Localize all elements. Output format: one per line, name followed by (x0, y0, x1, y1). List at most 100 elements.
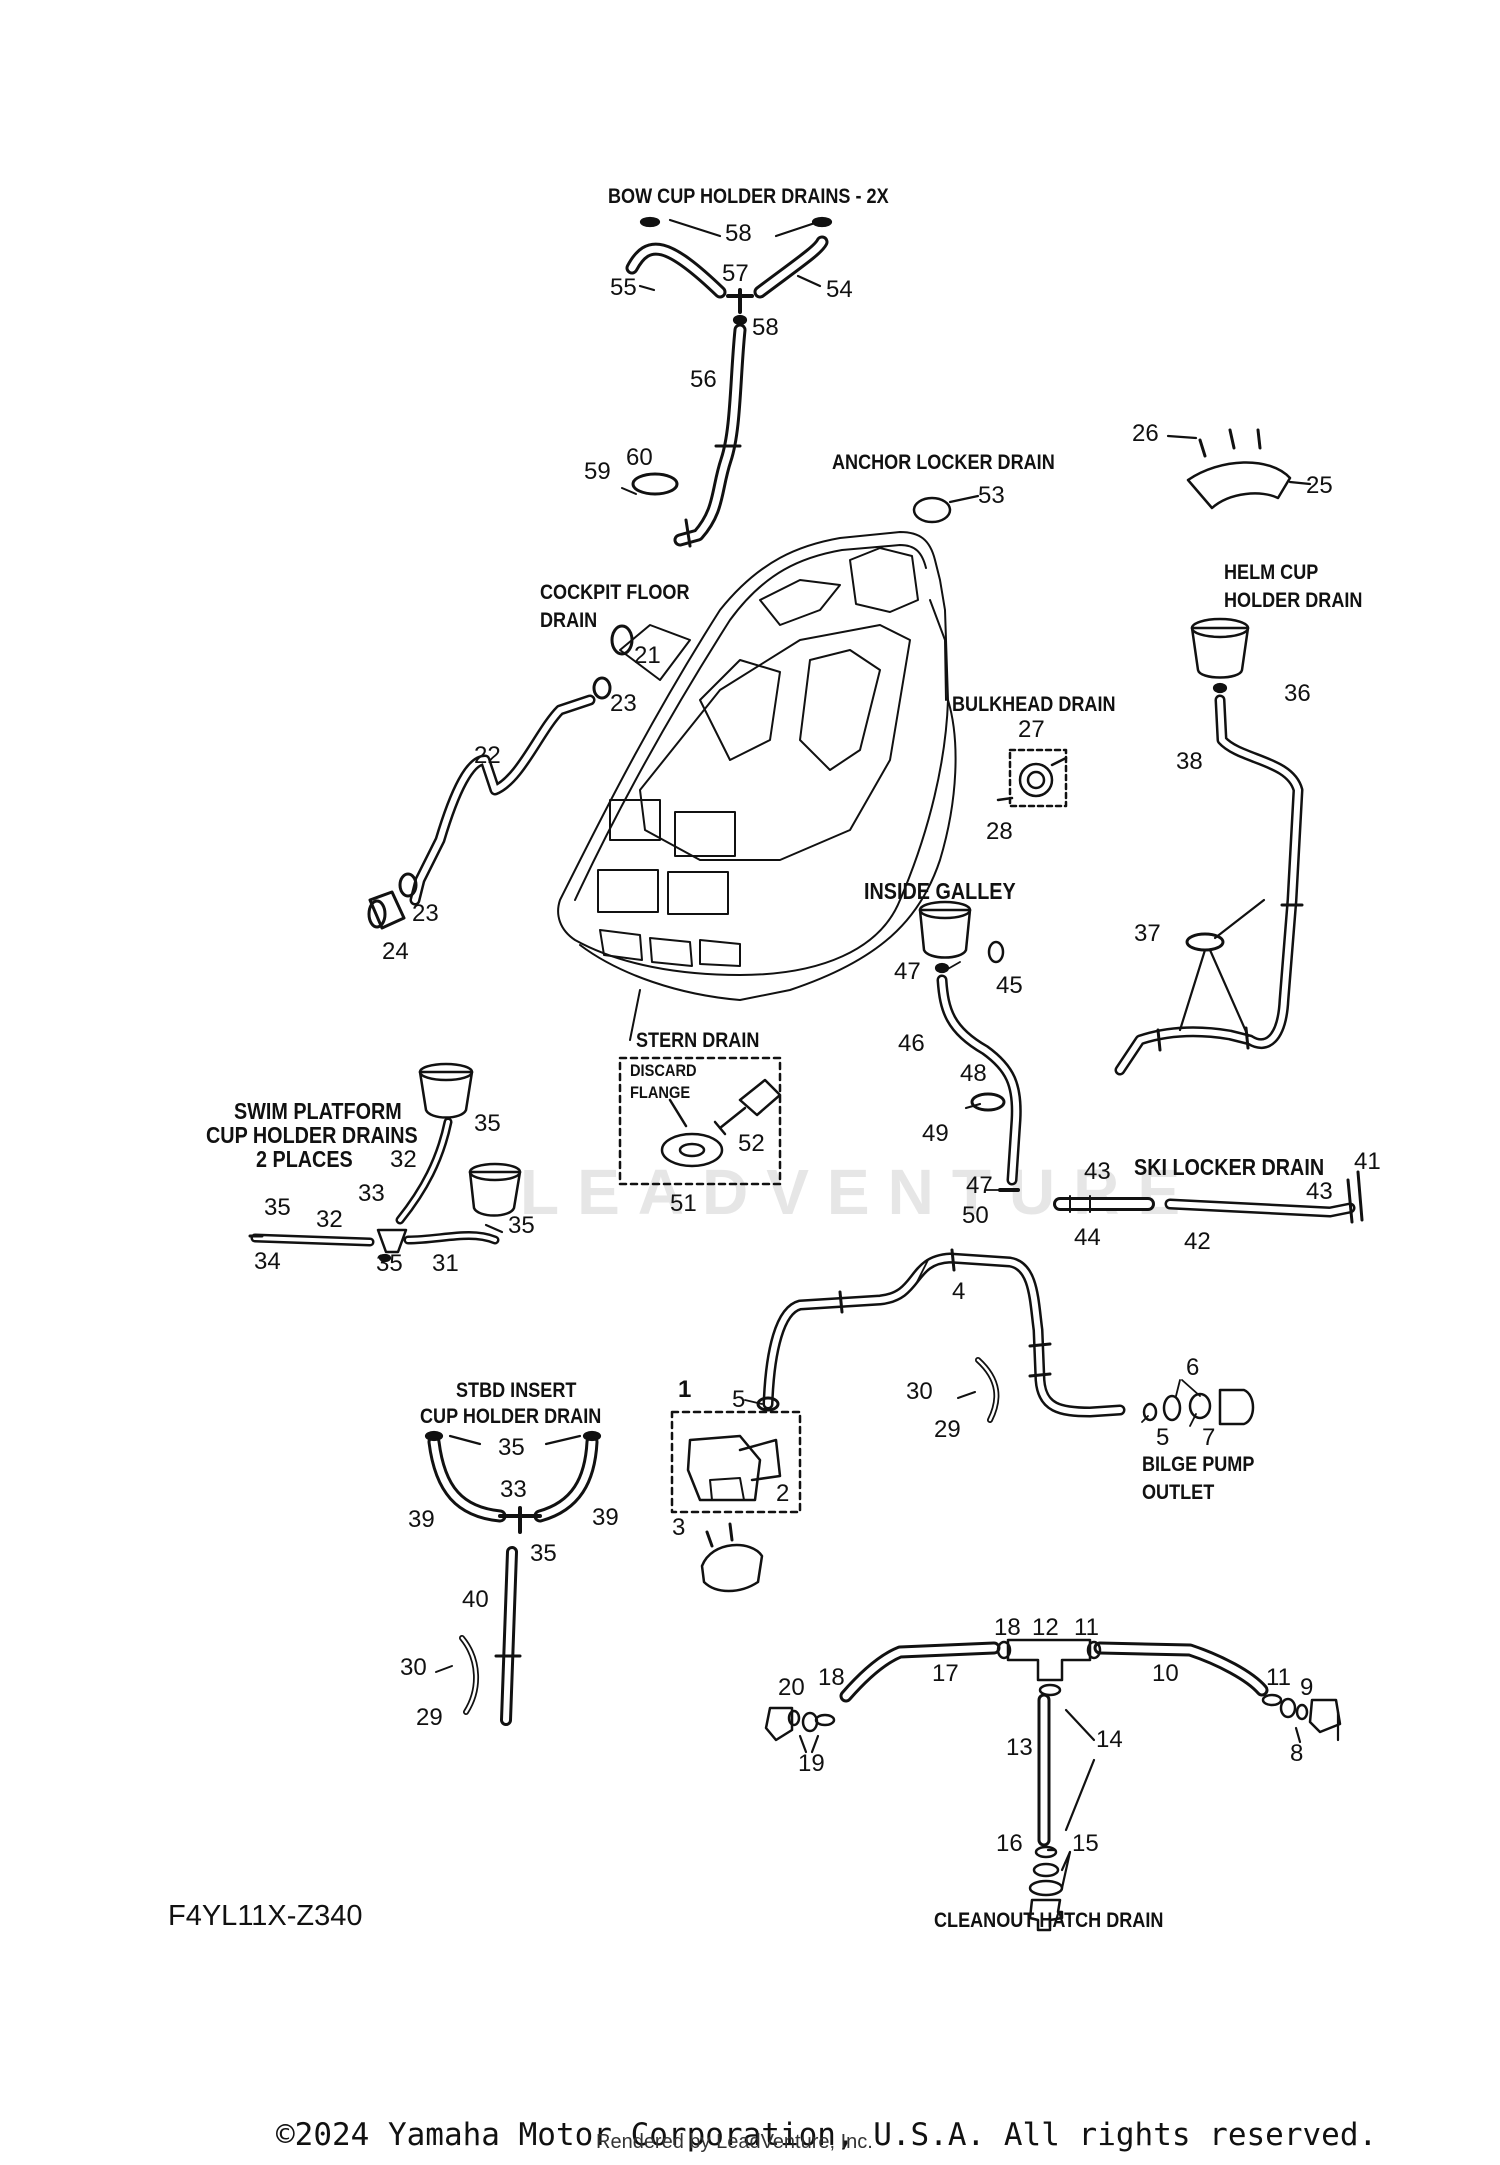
callout-label: 46 (898, 1030, 925, 1057)
callout-label: 39 (592, 1504, 619, 1531)
callout-label: 30 (400, 1654, 427, 1681)
callout-label: 60 (626, 444, 653, 471)
callout-label: 54 (826, 276, 853, 303)
callout-label: 26 (1132, 420, 1159, 447)
callout-label: 1 (678, 1376, 692, 1403)
callout-label: 29 (416, 1704, 443, 1731)
callout-label: 50 (962, 1202, 989, 1229)
figure-code: F4YL11X-Z340 (168, 1900, 363, 1932)
callout-label: 23 (610, 690, 637, 717)
callout-label: 38 (1176, 748, 1203, 775)
callout-label: 35 (498, 1434, 525, 1461)
section-discard: DISCARD (630, 1061, 697, 1080)
callout-label: 53 (978, 482, 1005, 509)
section-holder-drain: HOLDER DRAIN (1224, 589, 1363, 612)
callout-label: 33 (500, 1476, 527, 1503)
callout-label: 57 (722, 260, 749, 287)
rendered-by-footer: Rendered by LeadVenture, Inc. (596, 2131, 873, 2153)
callout-label: 2 (776, 1480, 790, 1507)
callout-label: 41 (1354, 1148, 1381, 1175)
section-bilge-pump-outlet: OUTLET (1142, 1481, 1215, 1504)
callout-label: 49 (922, 1120, 949, 1147)
callout-label: 33 (358, 1180, 385, 1207)
bow-cup-holder-drains-drawing (621, 216, 833, 548)
callout-label: 45 (996, 972, 1023, 999)
callout-label: 35 (474, 1110, 501, 1137)
section-helm-cup: HELM CUP (1224, 561, 1319, 584)
callout-leaders (744, 961, 1201, 1427)
callout-label: 10 (1152, 1660, 1179, 1687)
swim-platform-drains-drawing (248, 1062, 522, 1263)
callout-label: 25 (1306, 472, 1333, 499)
section-ski-locker-drain: SKI LOCKER DRAIN (1134, 1154, 1325, 1180)
bulkhead-drain-drawing (996, 748, 1068, 808)
callout-label: 48 (960, 1060, 987, 1087)
callout-label: 3 (672, 1514, 686, 1541)
cockpit-floor-drain-drawing (367, 624, 634, 930)
callout-label: 52 (738, 1130, 765, 1157)
callout-label: 28 (986, 818, 1013, 845)
callout-label: 56 (690, 366, 717, 393)
callout-label: 58 (725, 220, 752, 247)
callout-label: 17 (932, 1660, 959, 1687)
callout-label: 32 (316, 1206, 343, 1233)
section-anchor-locker-drain: ANCHOR LOCKER DRAIN (832, 451, 1055, 474)
callout-label: 47 (894, 958, 921, 985)
callout-label: 21 (634, 642, 661, 669)
callout-label: 58 (752, 314, 779, 341)
callout-label: 32 (390, 1146, 417, 1173)
callout-label: 7 (1202, 1424, 1216, 1451)
callout-label: 43 (1306, 1178, 1333, 1205)
callout-label: 18 (994, 1614, 1021, 1641)
callout-label: 35 (530, 1540, 557, 1567)
section-bilge-pump: BILGE PUMP (1142, 1453, 1255, 1476)
callout-label: 35 (264, 1194, 291, 1221)
callout-label: 16 (996, 1830, 1023, 1857)
callout-label: 37 (1134, 920, 1161, 947)
cleanout-hatch-drain-drawing (764, 1638, 1342, 1932)
callout-label: 59 (584, 458, 611, 485)
callout-label: 22 (474, 742, 501, 769)
watermark: LEADVENTURE (520, 1156, 1199, 1228)
callout-label: 13 (1006, 1734, 1033, 1761)
callout-label: 27 (1018, 716, 1045, 743)
section-two-places: 2 PLACES (256, 1146, 353, 1172)
callout-label: 42 (1184, 1228, 1211, 1255)
callout-label: 24 (382, 938, 409, 965)
callout-label: 11 (1074, 1614, 1099, 1641)
callout-label: 35 (508, 1212, 535, 1239)
callout-label: 11 (1266, 1664, 1291, 1691)
callout-label: 5 (1156, 1424, 1170, 1451)
section-bow-cup-holder-drains: BOW CUP HOLDER DRAINS - 2X (608, 185, 889, 208)
anchor-locker-drawing (912, 428, 1312, 524)
section-cockpit-floor: COCKPIT FLOOR (540, 581, 690, 604)
section-stern-drain: STERN DRAIN (636, 1029, 760, 1052)
callout-label: 5 (732, 1386, 746, 1413)
callout-label: 8 (1290, 1740, 1304, 1767)
callout-label: 47 (966, 1172, 993, 1199)
callout-label: 19 (798, 1750, 825, 1777)
callout-label: 14 (1096, 1726, 1123, 1753)
callout-label: 31 (432, 1250, 459, 1277)
section-inside-galley: INSIDE GALLEY (864, 878, 1016, 904)
callout-label: 51 (670, 1190, 697, 1217)
section-swim-cup-holder-drains: CUP HOLDER DRAINS (206, 1122, 418, 1148)
callout-label: 20 (778, 1674, 805, 1701)
section-stbd-insert: STBD INSERT (456, 1379, 577, 1402)
boat-hull-drawing (557, 531, 957, 1001)
callout-label: 35 (376, 1250, 403, 1277)
callout-label: 23 (412, 900, 439, 927)
callout-label: 6 (1186, 1354, 1200, 1381)
section-swim-platform: SWIM PLATFORM (234, 1098, 402, 1124)
ski-locker-drain-drawing (1053, 1170, 1364, 1224)
callout-label: 39 (408, 1506, 435, 1533)
callout-label: 36 (1284, 680, 1311, 707)
callout-label: 44 (1074, 1224, 1101, 1251)
stern-drain-drawing (618, 989, 782, 1186)
stbd-insert-drain-drawing (424, 1430, 602, 1726)
callout-label: 40 (462, 1586, 489, 1613)
callout-label: 15 (1072, 1830, 1099, 1857)
section-stbd-cup-holder-drain: CUP HOLDER DRAIN (420, 1405, 602, 1428)
